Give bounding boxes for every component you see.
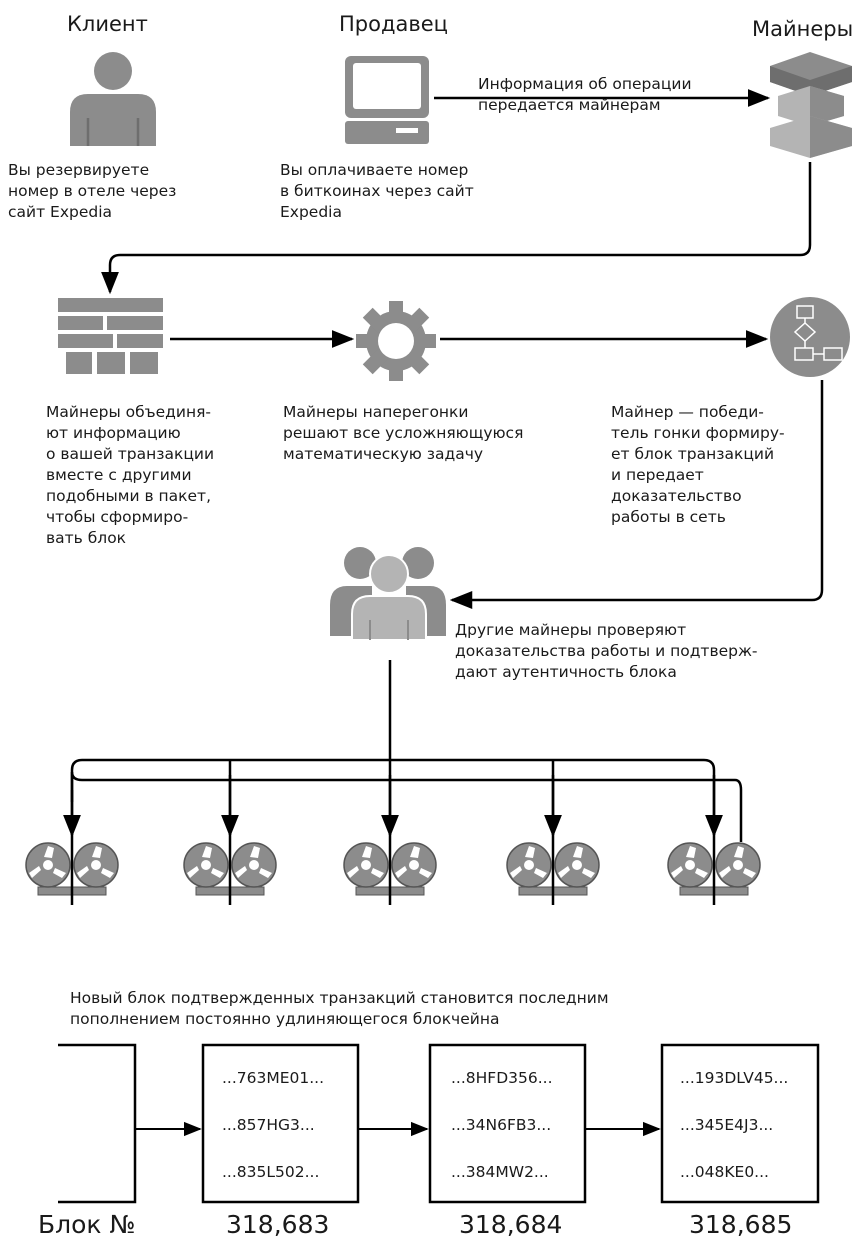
block-1-hash-2: ...857HG3... (222, 1116, 315, 1134)
block-number-label: Блок № (38, 1210, 136, 1239)
header-client: Клиент (67, 12, 148, 36)
client-person-icon (70, 52, 156, 146)
block-318683 (201, 1043, 360, 1204)
block-1-hash-3: ...835L502... (222, 1163, 320, 1181)
block-1-hash-1: ...763ME01... (222, 1069, 325, 1087)
block-318685 (660, 1043, 820, 1204)
client-step-text: Вы резервируете номер в отеле через сайт… (8, 161, 177, 221)
other-miners-group-icon (330, 547, 446, 641)
arrow-flowchart-to-group (449, 380, 824, 609)
block-previous-partial (58, 1043, 137, 1204)
block-number-318685: 318,685 (689, 1210, 793, 1239)
new-block-text: Новый блок подтвержденных транзакций ста… (70, 989, 609, 1028)
seller-step-text: Вы оплачиваете номер в биткоинах через с… (280, 161, 474, 221)
header-seller: Продавец (339, 12, 448, 36)
verify-step-text: Другие майнеры проверяют доказательства … (455, 621, 758, 681)
block-2-hash-1: ...8HFD356... (451, 1069, 553, 1087)
block-3-hash-1: ...193DLV45... (680, 1069, 789, 1087)
block-3-hash-3: ...048KE0... (680, 1163, 769, 1181)
flowchart-icon (770, 297, 850, 377)
block-2-hash-3: ...384MW2... (451, 1163, 549, 1181)
seller-computer-icon (345, 56, 429, 144)
info-transfer-text: Информация об операции передается майнер… (478, 75, 692, 114)
combine-step-text: Майнеры объединя- ют информацию о вашей … (46, 403, 215, 547)
connector-branch-bar (70, 758, 716, 802)
miners-server-icon (770, 52, 852, 158)
block-318684 (428, 1043, 587, 1204)
connector-node-1-down (70, 771, 743, 905)
gear-icon (356, 301, 436, 381)
race-step-text: Майнеры наперегонки решают все усложняющ… (283, 403, 524, 463)
block-number-318683: 318,683 (226, 1210, 330, 1239)
block-2-hash-2: ...34N6FB3... (451, 1116, 552, 1134)
winner-step-text: Майнер — победи- тель гонки формиру- ет … (611, 403, 785, 526)
block-number-318684: 318,684 (459, 1210, 563, 1239)
brick-wall-icon (58, 298, 163, 374)
block-3-hash-2: ...345E4J3... (680, 1116, 774, 1134)
arrow-miners-to-wall (101, 162, 812, 295)
header-miners: Майнеры (752, 17, 854, 41)
